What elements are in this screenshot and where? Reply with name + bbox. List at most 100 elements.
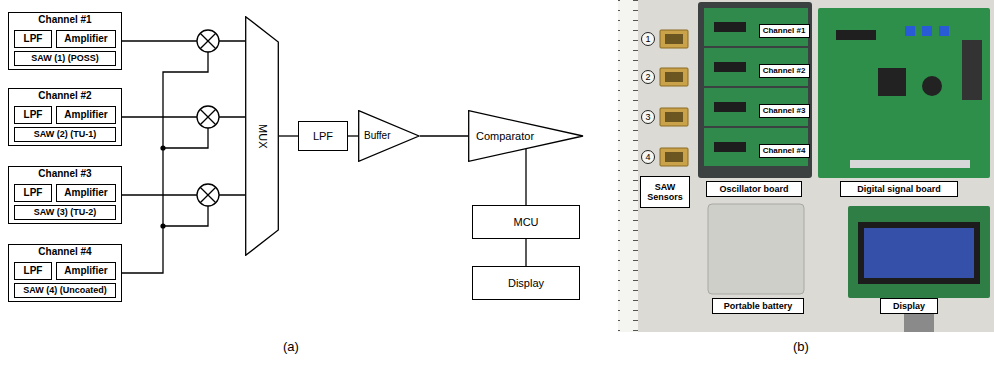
- chip: [714, 22, 746, 32]
- channel-heading: Channel #1: [38, 14, 91, 26]
- connector-line: [122, 194, 245, 195]
- ruler-ticks: [618, 0, 638, 332]
- node-text: Amplifier: [64, 33, 107, 45]
- channel-heading: Channel #2: [38, 90, 91, 102]
- chip: [714, 142, 746, 152]
- battery: [708, 204, 804, 294]
- callout-number: 2: [641, 70, 655, 84]
- node-text: Portable battery: [724, 301, 793, 311]
- mcu-box: MCU: [472, 205, 580, 239]
- node-text: SAW (1) (POSS): [31, 53, 99, 63]
- digital-board: [818, 8, 990, 178]
- callout-box: Portable battery: [712, 298, 804, 314]
- sensor-box: SAW (3) (TU-2): [14, 205, 116, 220]
- sensor-die: [665, 72, 683, 82]
- photo-ground: [618, 0, 994, 332]
- connector-line: [420, 135, 468, 136]
- channel-heading: Channel #4: [38, 246, 91, 258]
- amplifier-box: Amplifier: [56, 184, 116, 202]
- connector-header: [962, 40, 982, 100]
- connector-line: [525, 149, 526, 205]
- node-text: SAW (2) (TU-1): [34, 129, 97, 139]
- channel-box: Channel #3 LPF AmplifierSAW (3) (TU-2): [8, 166, 122, 224]
- reference-wire: [122, 52, 208, 273]
- saw-sensor: [660, 68, 688, 86]
- node-text: Amplifier: [64, 265, 107, 277]
- node-text: Display: [893, 301, 925, 311]
- amplifier-box: Amplifier: [56, 30, 116, 48]
- node-text: Display: [508, 277, 544, 290]
- callout-box: Display: [880, 298, 938, 314]
- mixer-cross: [200, 33, 216, 49]
- pcb-strip: [704, 88, 808, 126]
- potentiometer: [922, 26, 932, 36]
- node-text: LPF: [24, 265, 43, 277]
- multiplexer-shape-outline: [246, 17, 279, 256]
- chip: [714, 102, 746, 112]
- mixer-cross: [200, 187, 216, 203]
- amplifier-box: Amplifier: [56, 106, 116, 124]
- node-text: LPF: [24, 109, 43, 121]
- channel-box: Channel #1 LPF AmplifierSAW (1) (POSS): [8, 12, 122, 70]
- chip: [836, 30, 876, 40]
- sensor-die: [665, 152, 683, 162]
- filter-box: LPF: [298, 121, 348, 151]
- callout-box: Channel #4: [759, 144, 810, 158]
- callout-number: 1: [641, 32, 655, 46]
- potentiometer: [939, 26, 949, 36]
- display-screen: [864, 228, 974, 278]
- pcb-strip: [704, 128, 808, 166]
- saw-sensor: [660, 148, 688, 166]
- saw-sensor: [660, 108, 688, 126]
- mixer-symbol: [197, 106, 219, 128]
- node-text: Oscillator board: [719, 184, 788, 194]
- callout-box: Channel #2: [759, 64, 810, 78]
- node-text: Channel #2: [763, 66, 806, 75]
- display-bezel: [858, 222, 980, 284]
- display-box: Display: [472, 266, 580, 300]
- sensor-box: SAW (4) (Uncoated): [14, 283, 116, 298]
- comparator-triangle-outline: [469, 111, 583, 162]
- node-text: MCU: [513, 216, 538, 229]
- panel-label: (a): [283, 340, 299, 353]
- amplifier-box: Amplifier: [56, 262, 116, 280]
- node-text: SAW (3) (TU-2): [34, 207, 97, 217]
- callout-box: Oscillator board: [706, 181, 802, 197]
- filter-box: LPF: [14, 30, 52, 48]
- channel-heading: Channel #3: [38, 168, 91, 180]
- pcb-strip: [704, 8, 808, 46]
- node-text: Amplifier: [64, 109, 107, 121]
- node-text: Comparator: [476, 130, 534, 143]
- ruler: [618, 0, 638, 332]
- callout-box: Digital signal board: [840, 181, 958, 197]
- chip: [878, 68, 906, 96]
- node-text: MUX: [256, 124, 269, 148]
- sensor-die: [665, 112, 683, 122]
- panel-label: (b): [793, 340, 809, 353]
- mixer-symbol: [197, 184, 219, 206]
- mixer-cross: [200, 109, 216, 125]
- callout-number: 4: [641, 150, 655, 164]
- connector-line: [122, 40, 245, 41]
- display-module: [848, 206, 990, 298]
- channel-box: Channel #2 LPF AmplifierSAW (2) (TU-1): [8, 88, 122, 146]
- node-text: SAW (4) (Uncoated): [23, 285, 107, 295]
- node-text: Buffer: [364, 130, 391, 142]
- channel-box: Channel #4 LPF AmplifierSAW (4) (Uncoated): [8, 244, 122, 302]
- node-text: Digital signal board: [857, 184, 941, 194]
- callout-number: 3: [641, 110, 655, 124]
- potentiometer: [905, 26, 915, 36]
- connector-line: [279, 135, 298, 136]
- node-text: LPF: [24, 187, 43, 199]
- buffer-triangle-outline: [359, 111, 419, 162]
- comparator-triangle: Comparator: [468, 110, 584, 162]
- oscillator-case: [698, 2, 812, 178]
- callout-box: SAW Sensors: [640, 176, 690, 208]
- saw-sensor: [660, 30, 688, 48]
- node-text: LPF: [24, 33, 43, 45]
- filter-box: LPF: [14, 106, 52, 124]
- junction-dot: [160, 223, 165, 228]
- connector-line: [122, 116, 245, 117]
- node-text: Amplifier: [64, 187, 107, 199]
- junction-dot: [160, 145, 165, 150]
